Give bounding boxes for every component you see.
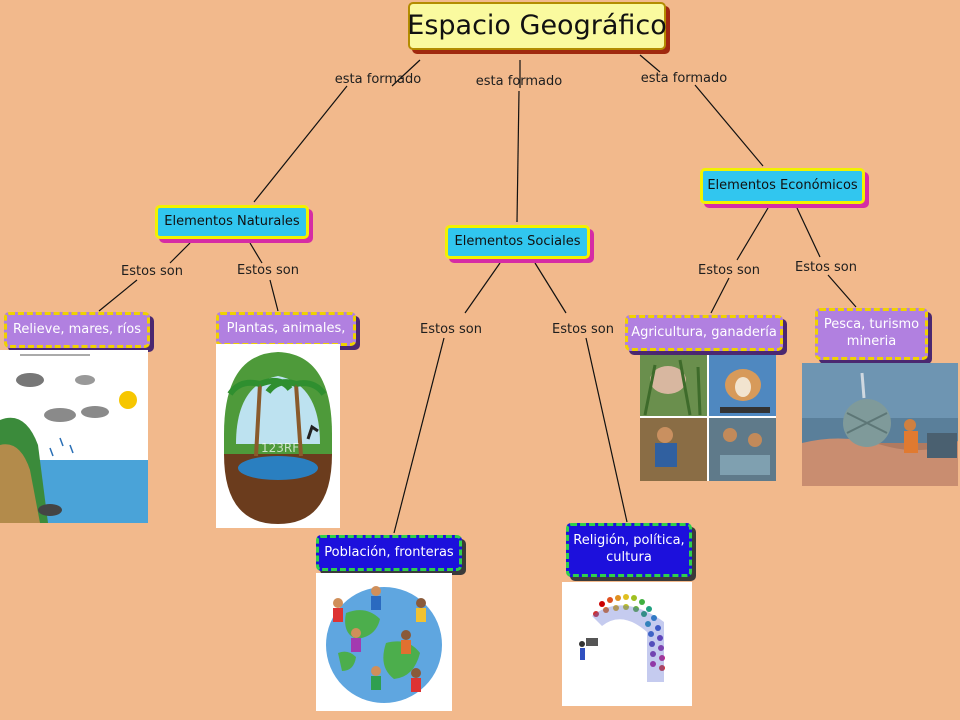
link-label: Estos son (121, 264, 183, 279)
node-elementos-sociales[interactable]: Elementos Sociales (445, 225, 590, 259)
link-label: Estos son (552, 322, 614, 337)
link-label: esta formado (475, 74, 563, 89)
node-agricultura[interactable]: Agricultura, ganadería (625, 315, 783, 351)
water-cycle-image (0, 350, 148, 523)
node-relieve[interactable]: Relieve, mares, ríos (4, 312, 150, 348)
node-elementos-economicos[interactable]: Elementos Económicos (700, 168, 865, 204)
watermark-text: 123RF (261, 441, 299, 455)
agriculture-image (640, 355, 776, 481)
link-label: Estos son (698, 263, 760, 278)
link-label: Estos son (420, 322, 482, 337)
fishing-image (802, 363, 958, 486)
link-label: esta formado (334, 72, 422, 87)
link-label: esta formado (640, 71, 728, 86)
religion-politics-image (562, 582, 692, 706)
root-node[interactable]: Espacio Geográfico (407, 2, 667, 50)
population-globe-image (316, 573, 452, 711)
link-label: Estos son (795, 260, 857, 275)
node-religion[interactable]: Religión, política, cultura (566, 523, 692, 577)
node-poblacion[interactable]: Población, fronteras (316, 535, 462, 571)
node-elementos-naturales[interactable]: Elementos Naturales (155, 205, 309, 239)
node-pesca[interactable]: Pesca, turismo mineria (815, 308, 928, 360)
link-label: Estos son (237, 263, 299, 278)
plants-animals-image: 123RF (216, 344, 340, 528)
node-plantas[interactable]: Plantas, animales, (216, 312, 356, 346)
